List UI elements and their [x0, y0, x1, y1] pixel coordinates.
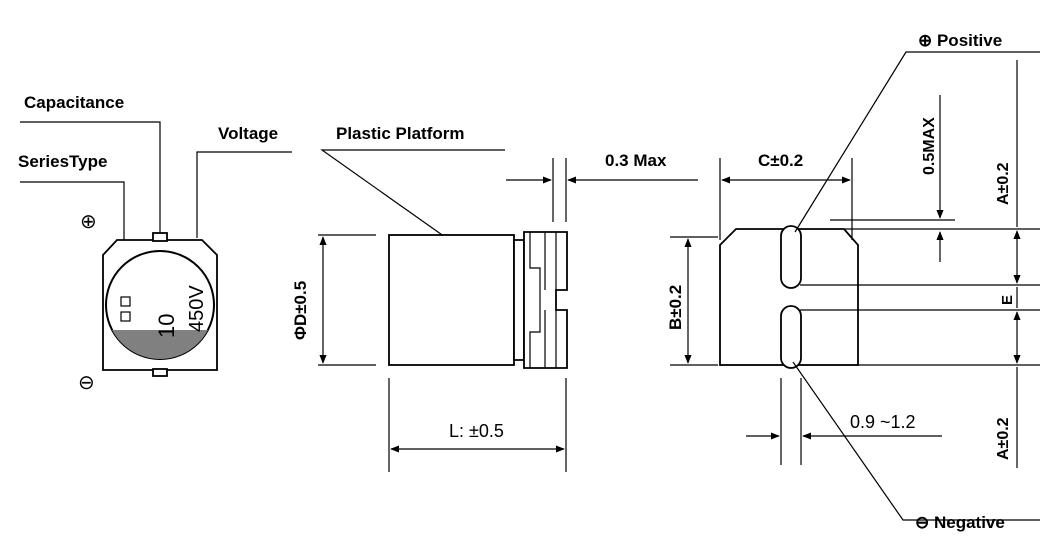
- negative-terminal: [780, 305, 802, 369]
- voltage-leader-line: [196, 151, 292, 238]
- bottom-terminal-tab: [152, 368, 168, 377]
- top-view: Capacitance Voltage SeriesType ⊕ ⊖ 10 45…: [18, 93, 292, 394]
- capacitance-leader-line: [20, 121, 161, 238]
- max-label: 0.5MAX: [921, 117, 938, 175]
- negative-label: ⊖ Negative: [915, 513, 1005, 532]
- minus-symbol: ⊖: [78, 372, 95, 394]
- plastic-platform-label: Plastic Platform: [336, 124, 465, 143]
- voltage-label: Voltage: [218, 124, 278, 143]
- terminal-view: C±0.2 0.5MAX B±0.2 A±0.2 E A±0.2 0.9 ~1.…: [666, 31, 1040, 532]
- series-type-square: [120, 296, 131, 307]
- series-type-label: SeriesType: [18, 152, 107, 171]
- voltage-marking: 450V: [186, 285, 208, 332]
- top-terminal-tab: [152, 232, 168, 242]
- e-label: E: [999, 295, 1016, 305]
- gap-label: 0.3 Max: [605, 151, 667, 170]
- plus-symbol: ⊕: [80, 211, 97, 233]
- capacitance-label: Capacitance: [24, 93, 124, 112]
- diameter-label: ΦD±0.5: [291, 281, 310, 340]
- series-type-square: [120, 311, 131, 322]
- positive-terminal: [780, 225, 802, 289]
- positive-label: ⊕ Positive: [918, 31, 1002, 50]
- positive-leader-line: [794, 51, 1040, 233]
- terminal-edge-line: [544, 232, 557, 368]
- capacitance-marking: 10: [154, 314, 179, 338]
- capacitor-neck: [513, 239, 525, 361]
- capacitor-can-body: [388, 234, 515, 366]
- negative-leader-line: [792, 361, 1040, 521]
- length-label: L: ±0.5: [449, 421, 504, 441]
- a-top-label: A±0.2: [995, 162, 1012, 205]
- terminal-width-label: 0.9 ~1.2: [850, 412, 916, 432]
- c-label: C±0.2: [758, 151, 803, 170]
- b-label: B±0.2: [666, 285, 685, 330]
- platform-inner-edge: [529, 232, 541, 368]
- a-bottom-label: A±0.2: [995, 417, 1012, 460]
- side-view: Plastic Platform ΦD±0.5 L: ±0.5 0.3 Max: [291, 124, 698, 472]
